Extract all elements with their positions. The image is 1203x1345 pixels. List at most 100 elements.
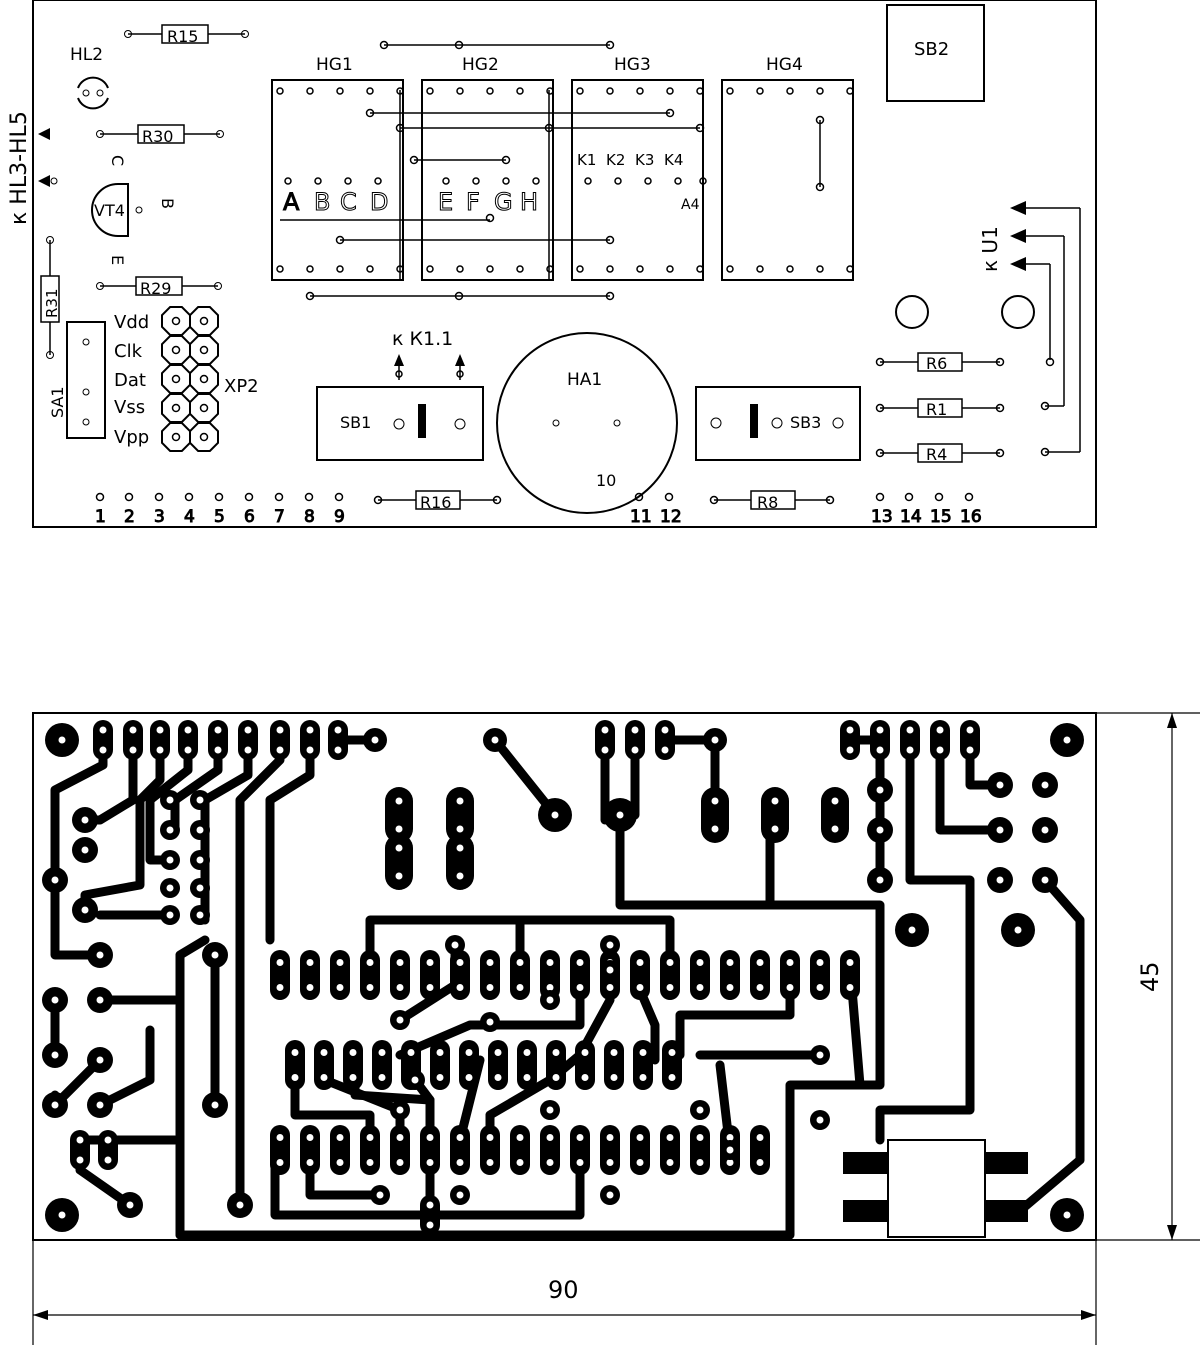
display-pin bbox=[472, 177, 480, 185]
drill-hole bbox=[551, 811, 559, 819]
display-pin bbox=[786, 87, 794, 95]
display-pin bbox=[442, 177, 450, 185]
hl2-label: HL2 bbox=[70, 45, 103, 65]
oval-pad bbox=[750, 950, 770, 1000]
drill-hole bbox=[966, 746, 974, 754]
display-pin bbox=[614, 177, 622, 185]
terminal-pad bbox=[95, 492, 105, 502]
xp2-pad bbox=[161, 422, 191, 452]
mount-hole bbox=[895, 295, 929, 329]
k11-label: к К1.1 bbox=[392, 328, 453, 350]
display-pin bbox=[846, 265, 854, 273]
display-pin bbox=[576, 87, 584, 95]
oval-pad bbox=[390, 950, 410, 1000]
drill-hole bbox=[456, 872, 464, 880]
drill-hole bbox=[214, 726, 222, 734]
drill-hole bbox=[104, 1136, 112, 1144]
terminal-pad bbox=[334, 492, 344, 502]
drill-hole bbox=[631, 726, 639, 734]
terminal-pad bbox=[244, 492, 254, 502]
drill-hole bbox=[58, 736, 66, 744]
jumpers bbox=[280, 40, 825, 301]
oval-pad bbox=[420, 1125, 440, 1175]
display-pin bbox=[644, 177, 652, 185]
hg3-k2: K2 bbox=[606, 151, 625, 169]
drill-hole bbox=[396, 1159, 404, 1166]
oval-pad bbox=[420, 1195, 440, 1235]
oval-pad bbox=[385, 834, 413, 890]
drill-hole bbox=[1041, 826, 1049, 834]
resistor-r1: R1 bbox=[875, 398, 1005, 419]
terminal-label: 9 bbox=[334, 507, 345, 527]
drill-hole bbox=[244, 746, 252, 754]
drill-hole bbox=[291, 1074, 299, 1081]
resistor-r31: R31 bbox=[40, 236, 61, 359]
drill-hole bbox=[846, 959, 854, 966]
display-pin bbox=[636, 265, 644, 273]
display-pin bbox=[336, 87, 344, 95]
oval-pad bbox=[330, 950, 350, 1000]
xp2-pad-hole bbox=[199, 374, 209, 384]
displays: HG1 HG2 HG3 HG4 A B C D E F G H K1 K2 K3… bbox=[271, 55, 854, 281]
drill-hole bbox=[320, 1049, 328, 1056]
display-hg1 bbox=[271, 79, 404, 281]
drill-hole bbox=[396, 1106, 404, 1114]
arrow-icon bbox=[38, 128, 50, 187]
r4-label: R4 bbox=[926, 445, 947, 464]
resistor-r30: R30 bbox=[96, 124, 224, 146]
xp2-pad bbox=[161, 306, 191, 336]
drill-hole bbox=[711, 736, 719, 744]
buzzer-ha1: HA1 10 bbox=[496, 332, 678, 514]
drill-hole bbox=[456, 1159, 464, 1166]
drill-hole bbox=[395, 797, 403, 805]
display-pin bbox=[696, 265, 704, 273]
drill-hole bbox=[846, 746, 854, 754]
oval-pad bbox=[780, 950, 800, 1000]
terminal-label: 11 bbox=[630, 507, 652, 527]
terminal-label: 6 bbox=[244, 507, 255, 527]
oval-pad bbox=[150, 720, 170, 760]
drill-hole bbox=[786, 959, 794, 966]
drill-hole bbox=[349, 1074, 357, 1081]
xp2-pin-labels: Vdd Clk Dat Vss Vpp XP2 bbox=[114, 312, 259, 448]
drill-hole bbox=[516, 1134, 524, 1141]
display-pin bbox=[816, 87, 824, 95]
xp2-pin-dat: Dat bbox=[114, 370, 146, 391]
drill-hole bbox=[196, 796, 204, 804]
drill-hole bbox=[214, 746, 222, 754]
xp2-pad bbox=[189, 335, 219, 365]
display-pin bbox=[284, 177, 292, 185]
drill-hole bbox=[996, 781, 1004, 789]
drill-hole bbox=[876, 826, 884, 834]
oval-pad bbox=[300, 1125, 320, 1175]
oval-pad bbox=[314, 1040, 334, 1090]
oval-pad bbox=[570, 1125, 590, 1175]
u1-label: к U1 bbox=[978, 226, 1002, 272]
drill-hole bbox=[104, 1156, 112, 1164]
oval-pad bbox=[630, 950, 650, 1000]
drill-hole bbox=[81, 816, 89, 824]
oval-pad bbox=[270, 720, 290, 760]
terminal-pad bbox=[875, 492, 885, 502]
display-hg4 bbox=[721, 79, 854, 281]
xp2-pad-hole bbox=[171, 374, 181, 384]
drill-hole bbox=[876, 786, 884, 794]
vt4-label: VT4 bbox=[94, 201, 125, 220]
drill-hole bbox=[486, 959, 494, 966]
display-pin bbox=[584, 177, 592, 185]
led-hl2: HL2 bbox=[70, 45, 109, 110]
button-sb2: SB2 bbox=[886, 4, 985, 102]
drill-hole bbox=[276, 959, 284, 966]
drill-hole bbox=[51, 1051, 59, 1059]
drill-hole bbox=[486, 1159, 494, 1166]
drill-hole bbox=[366, 984, 374, 991]
drill-hole bbox=[816, 1051, 824, 1059]
terminal-pad bbox=[184, 492, 194, 502]
drill-hole bbox=[696, 1134, 704, 1141]
hl3-hl5-label: к HL3-HL5 bbox=[7, 111, 32, 225]
display-pin bbox=[636, 87, 644, 95]
oval-pad bbox=[930, 720, 950, 760]
oval-pad bbox=[701, 787, 729, 843]
